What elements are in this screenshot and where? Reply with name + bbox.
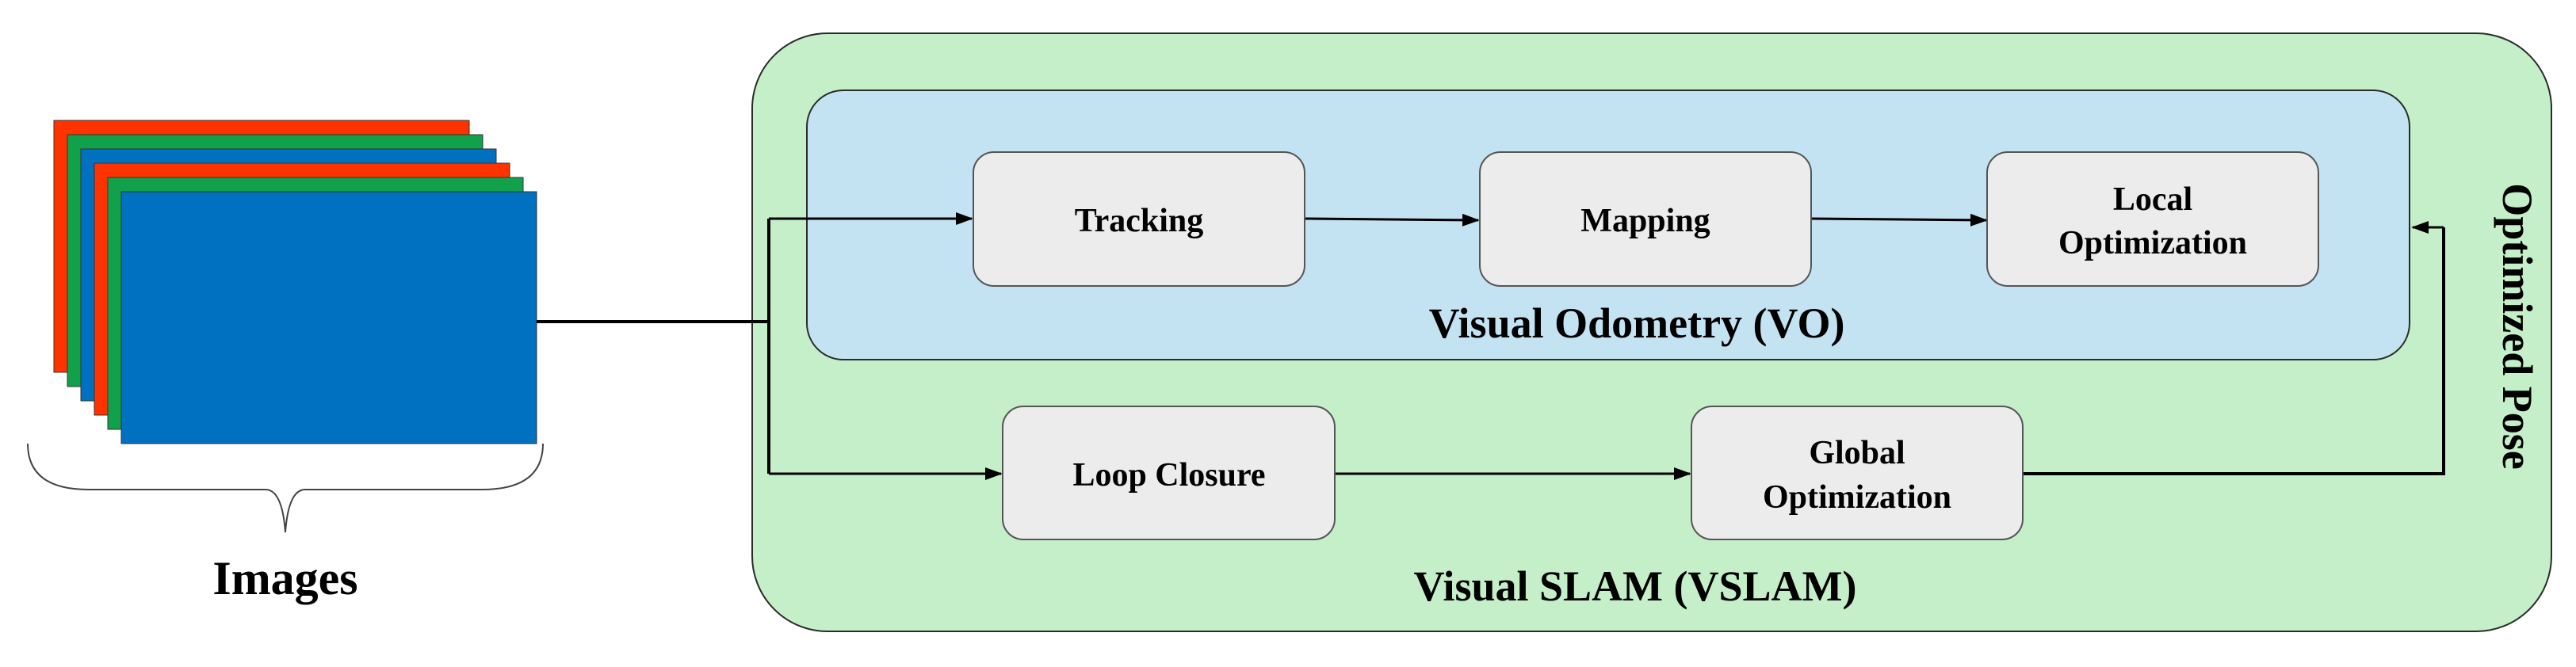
images-label: Images: [212, 552, 357, 604]
images-brace: [27, 443, 544, 533]
local-optimization-label-line2: Optimization: [2058, 225, 2247, 261]
image-frame-6: [120, 191, 537, 444]
mapping-label: Mapping: [1580, 203, 1710, 239]
local-optimization-label-line1: Local: [2113, 181, 2192, 218]
tracking-label: Tracking: [1075, 203, 1204, 239]
arrow-mapping-to-local-optimization: [1810, 213, 1988, 227]
optimized-pose-feedback-line: [2023, 227, 2445, 475]
vslam-label: Visual SLAM (VSLAM): [1413, 562, 1856, 610]
loop-closure-box: Loop Closure: [1002, 406, 1336, 540]
optimized-pose-label: Optimized Pose: [2494, 183, 2541, 469]
local-optimization-box: Local Optimization: [1986, 151, 2319, 287]
global-optimization-label-line1: Global: [1809, 435, 1905, 471]
arrow-tracking-to-mapping: [1304, 213, 1480, 227]
vo-label: Visual Odometry (VO): [1429, 299, 1845, 347]
image-stack: [53, 120, 537, 444]
loop-closure-label: Loop Closure: [1072, 457, 1265, 494]
global-optimization-box: Global Optimization: [1691, 406, 2024, 540]
mapping-box: Mapping: [1479, 151, 1812, 287]
global-optimization-label-line2: Optimization: [1763, 479, 1951, 516]
tracking-box: Tracking: [973, 151, 1305, 287]
